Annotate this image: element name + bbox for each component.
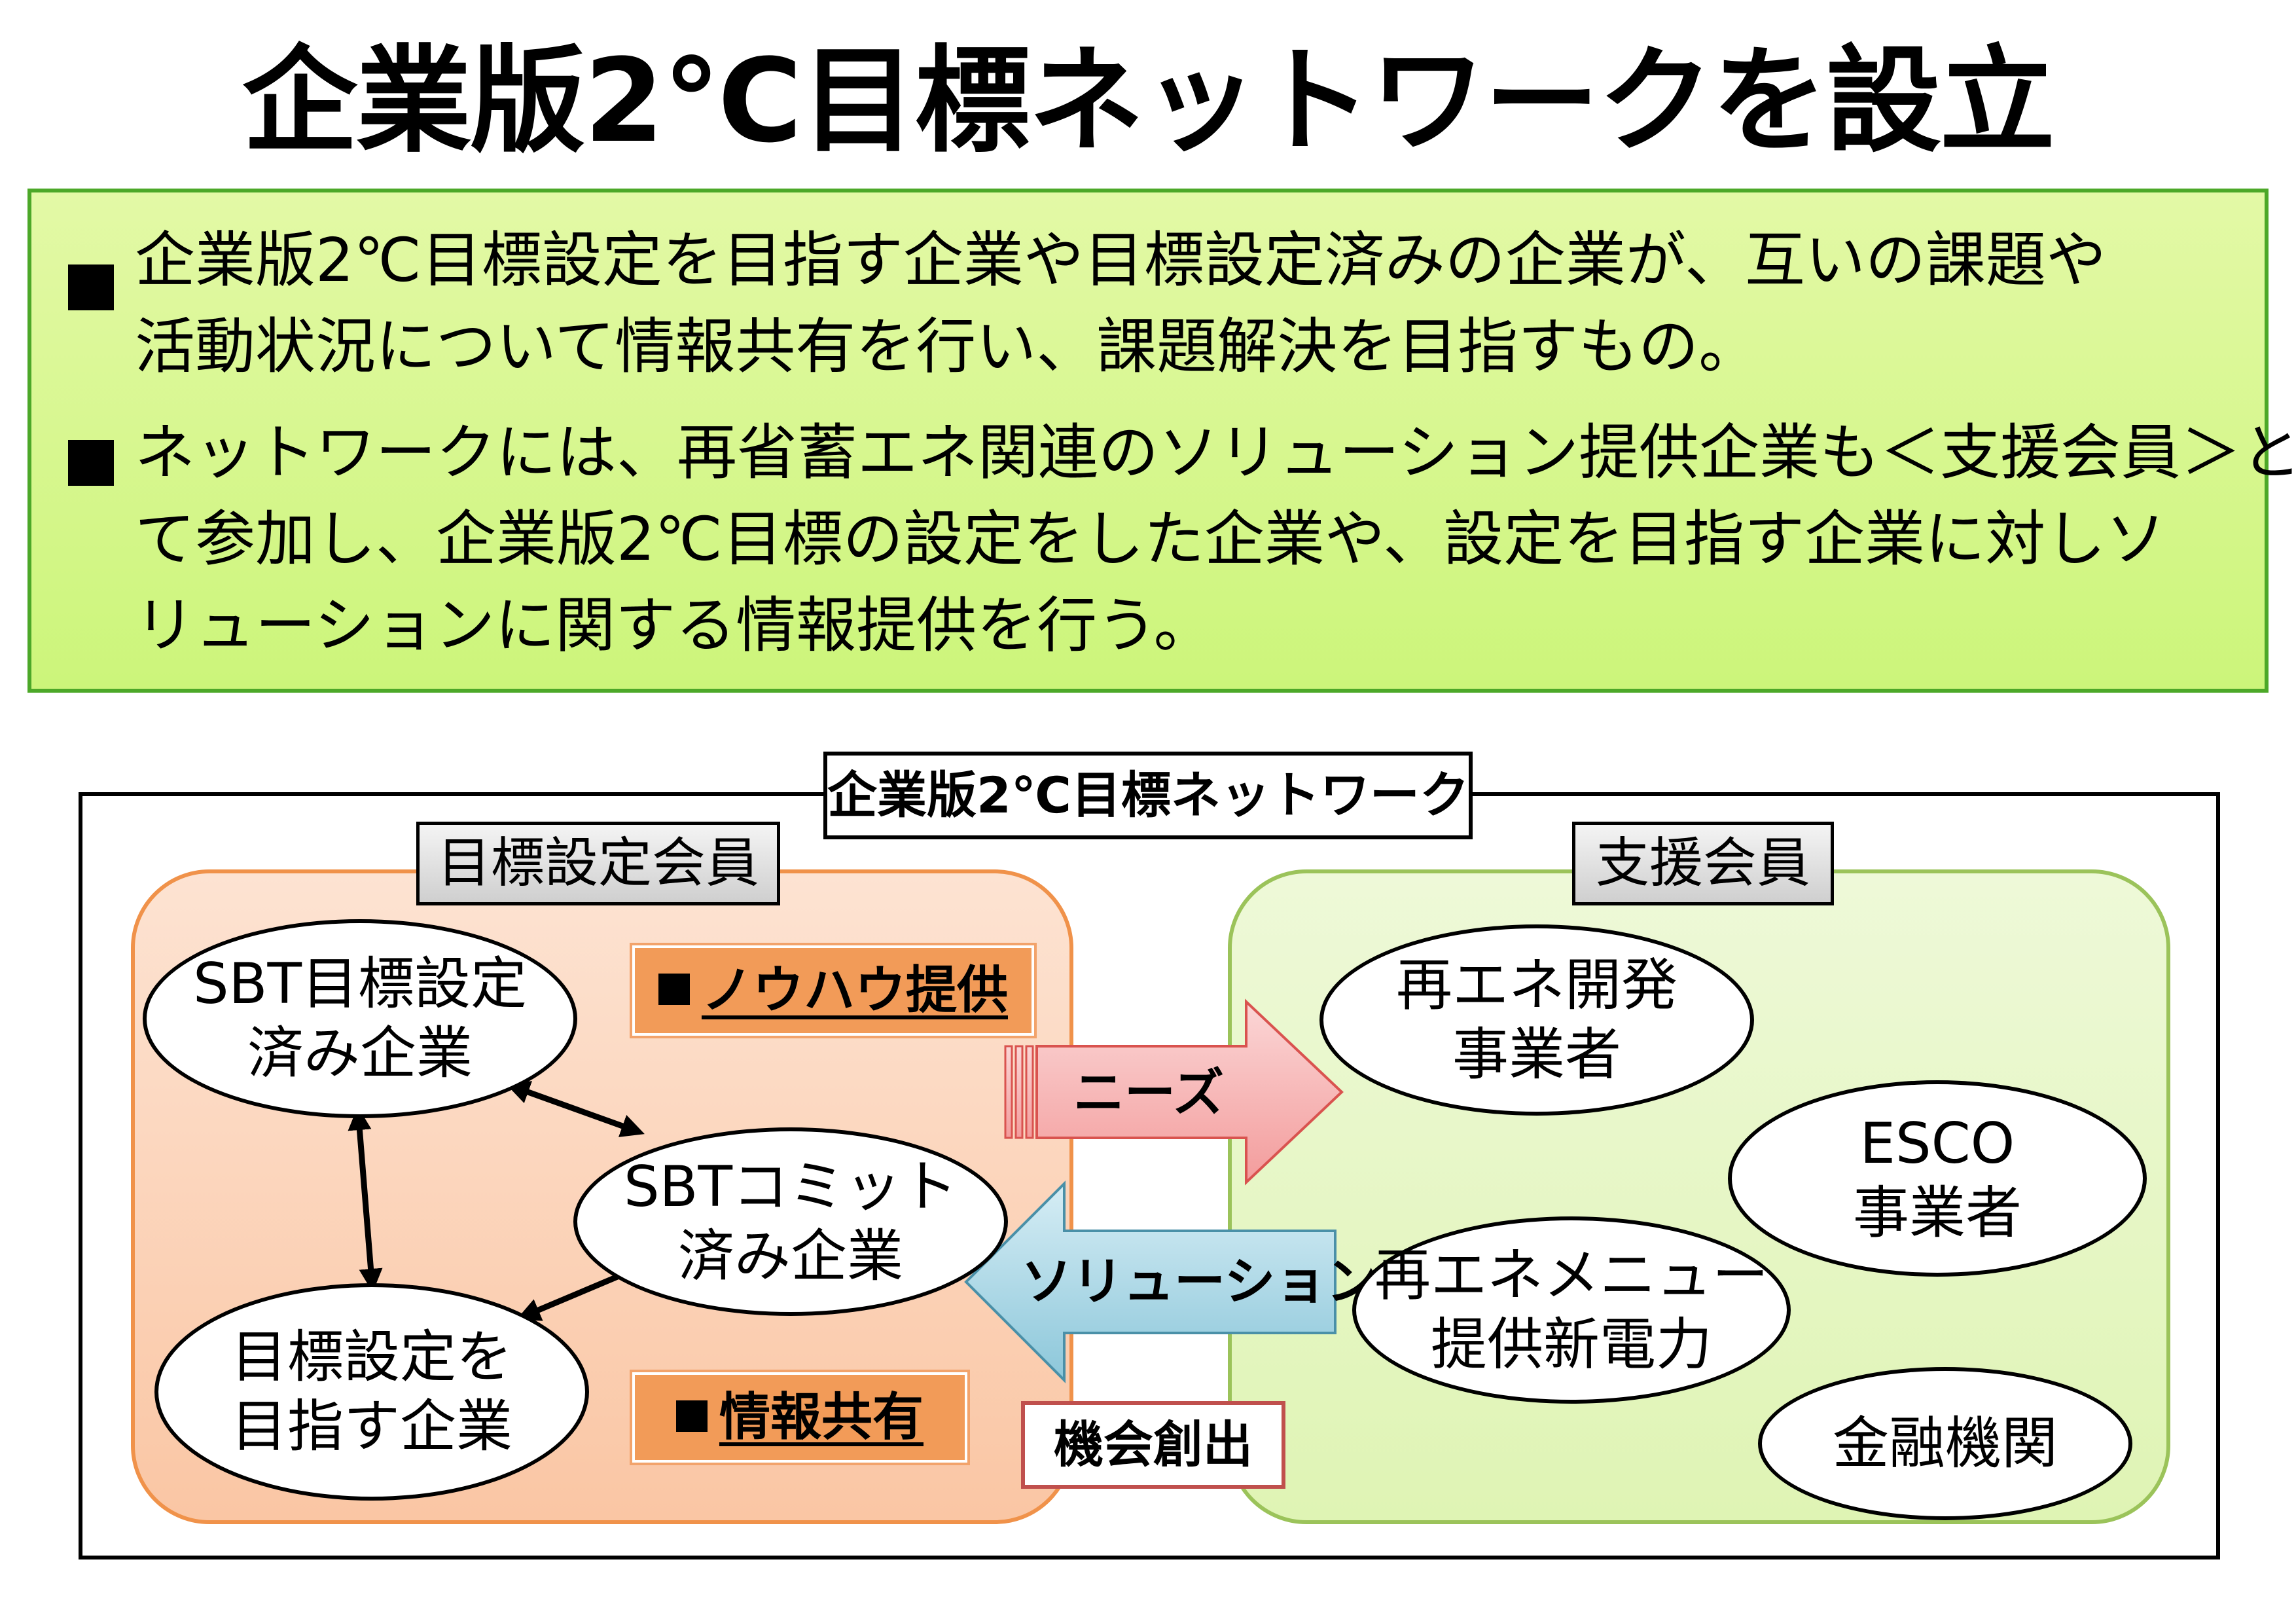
needs-label: ニーズ bbox=[1073, 1064, 1225, 1123]
summary-bullet-2-line-2: て参加し、企業版2℃目標の設定をした企業や、設定を目指す企業に対しソ bbox=[135, 504, 2166, 574]
support-tag: 支援会員 bbox=[1572, 822, 1834, 905]
member-tag: 目標設定会員 bbox=[416, 822, 780, 905]
needs-arrow bbox=[1004, 998, 1344, 1186]
member-sbt-commit: SBTコミット 済み企業 bbox=[573, 1127, 1008, 1316]
solution-label: ソリューション bbox=[1021, 1252, 1378, 1311]
supporter-re-menu: 再エネメニュー 提供新電力 bbox=[1352, 1216, 1791, 1404]
supporter-financial: 金融機関 bbox=[1758, 1367, 2132, 1520]
network-label: 企業版2℃目標ネットワーク bbox=[823, 752, 1473, 839]
page-title: 企業版2℃目標ネットワークを設立 bbox=[242, 34, 2055, 168]
summary-bullet-1-line-1: 企業版2℃目標設定を目指す企業や目標設定済みの企業が、互いの課題や bbox=[135, 225, 2107, 295]
member-sbt-set: SBT目標設定 済み企業 bbox=[143, 919, 577, 1118]
connector-top-to-commit bbox=[506, 1081, 645, 1137]
bullet-square-icon bbox=[68, 440, 114, 486]
connector-top-to-bottom bbox=[348, 1106, 383, 1292]
bullet-square-icon bbox=[68, 264, 114, 310]
solution-arrow bbox=[964, 1180, 1336, 1383]
bullet-square-icon bbox=[658, 974, 690, 1005]
know-how-box: ノウハウ提供 bbox=[630, 943, 1037, 1038]
supporter-re-developer: 再エネ開発 事業者 bbox=[1319, 924, 1754, 1116]
info-share-box: 情報共有 bbox=[630, 1370, 970, 1465]
supporter-esco: ESCO 事業者 bbox=[1728, 1080, 2147, 1277]
summary-bullet-2-line-3: リューションに関する情報提供を行う。 bbox=[135, 591, 1214, 661]
summary-bullet-2-line-1: ネットワークには、再省蓄エネ関連のソリューション提供企業も＜支援会員＞とし bbox=[135, 418, 2296, 488]
summary-box: 企業版2℃目標設定を目指す企業や目標設定済みの企業が、互いの課題や 活動状況につ… bbox=[27, 189, 2296, 693]
opportunity-box: 機会創出 bbox=[1021, 1401, 1285, 1489]
bullet-square-icon bbox=[675, 1400, 708, 1432]
member-aiming: 目標設定を 目指す企業 bbox=[154, 1283, 589, 1501]
summary-bullet-1-line-2: 活動状況について情報共有を行い、課題解決を目指すもの。 bbox=[135, 312, 1759, 382]
